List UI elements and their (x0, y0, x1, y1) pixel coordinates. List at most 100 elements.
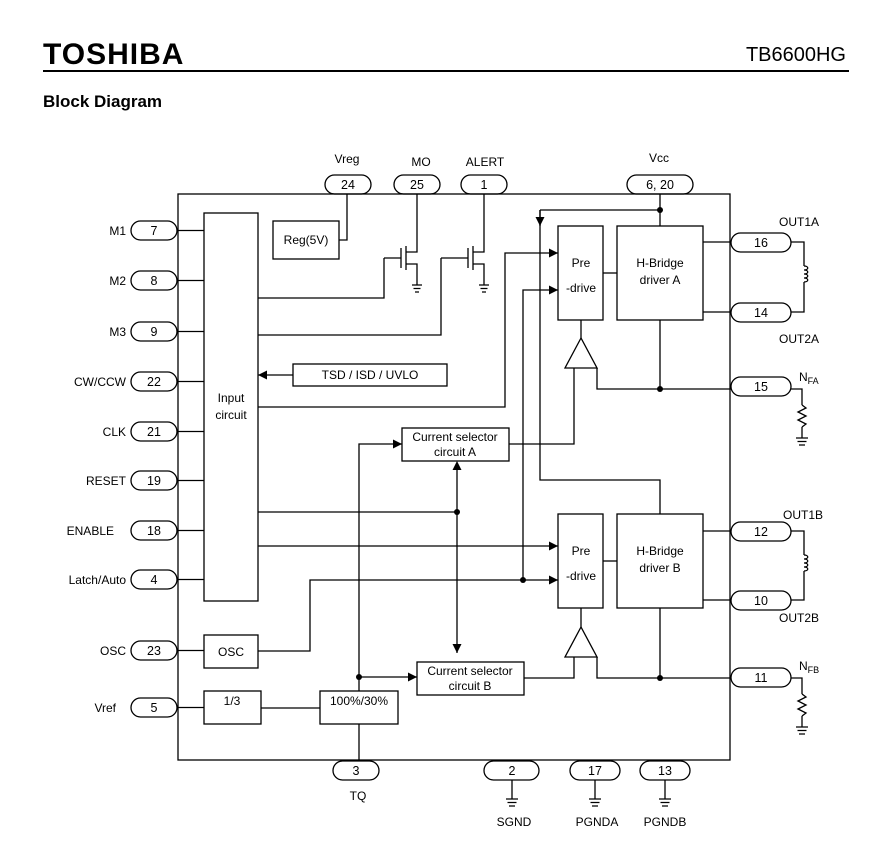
predrive-a-label-1: Pre (572, 256, 591, 270)
junction-dots (356, 207, 663, 681)
pin-label-nfb: NFB (799, 659, 819, 675)
pin-num-9: 9 (151, 325, 158, 339)
predrive-a-label-2: -drive (566, 281, 596, 295)
torque-label: 100%/30% (330, 694, 388, 708)
pin-label-clk: CLK (103, 425, 126, 439)
current-selector-b-label-1: Current selector (427, 664, 512, 678)
vreg-wire (339, 194, 348, 241)
pin-num-1: 1 (481, 178, 488, 192)
pin-num-11: 11 (755, 671, 768, 685)
pin-num-18: 18 (147, 524, 161, 538)
pin-label-out2b: OUT2B (779, 611, 819, 625)
nfa-wire (659, 320, 731, 390)
osc-label: OSC (218, 645, 244, 659)
part-number: TB6600HG (745, 44, 846, 66)
top-pin-capsules (324, 174, 694, 195)
pin-num-17: 17 (588, 764, 602, 778)
pin-label-alert: ALERT (466, 155, 505, 169)
pin-label-tq: TQ (350, 789, 367, 803)
pgndb-ground-icon (659, 780, 671, 807)
sense-resistor-b-icon (791, 677, 808, 735)
pin-label-sgnd: SGND (497, 815, 532, 829)
motor-coil-a-icon (791, 241, 809, 313)
pin-label-pgndb: PGNDB (644, 815, 687, 829)
current-selector-b-label-2: circuit B (449, 679, 492, 693)
predrive-b-block (557, 513, 604, 609)
pin-label-osc: OSC (100, 644, 126, 658)
input-circuit-block (203, 212, 259, 602)
pin-num-6-20: 6, 20 (646, 178, 674, 192)
pin-label-out1a: OUT1A (779, 215, 819, 229)
hbridge-a-label-2: driver A (640, 273, 681, 287)
pin-label-out2a: OUT2A (779, 332, 819, 346)
mo-transistor (258, 194, 422, 299)
pin-num-25: 25 (410, 178, 424, 192)
left-pin-capsules (130, 220, 178, 718)
pin-label-latch-auto: Latch/Auto (69, 573, 127, 587)
pin-num-7: 7 (151, 224, 158, 238)
predrive-b-label-2: -drive (566, 569, 596, 583)
pin-label-cw-ccw: CW/CCW (74, 375, 127, 389)
pin-label-pgnda: PGNDA (576, 815, 619, 829)
protection-label: TSD / ISD / UVLO (322, 368, 419, 382)
pin-label-out1b: OUT1B (783, 508, 823, 522)
pin-num-12: 12 (754, 525, 768, 539)
current-selector-a-label-2: circuit A (434, 445, 476, 459)
pin-label-vreg: Vreg (335, 152, 360, 166)
hbridge-b-label-2: driver B (639, 561, 680, 575)
predrive-a-block (557, 225, 604, 321)
left-pin-leads (177, 229, 204, 709)
pin-num-5: 5 (151, 701, 158, 715)
pin-num-10: 10 (754, 594, 768, 608)
current-selector-a-label-1: Current selector (412, 430, 497, 444)
left-pin-numbers: 7 8 9 22 21 19 18 4 23 5 (147, 224, 161, 715)
pin-num-24: 24 (341, 178, 355, 192)
pin-num-13: 13 (658, 764, 672, 778)
pin-label-m2: M2 (109, 274, 126, 288)
pin-num-19: 19 (147, 474, 161, 488)
pin-num-16: 16 (754, 236, 768, 250)
sense-resistor-a-icon (791, 388, 808, 446)
predrive-b-label-1: Pre (572, 544, 591, 558)
pin-label-vcc: Vcc (649, 151, 669, 165)
alert-transistor (258, 194, 489, 336)
motor-coil-b-icon (791, 530, 809, 601)
pin-label-nfa: NFA (799, 370, 819, 386)
pin-label-m3: M3 (109, 325, 126, 339)
pin-num-14: 14 (754, 306, 768, 320)
brand-logo: TOSHIBA (43, 38, 185, 71)
regulator-label: Reg(5V) (284, 233, 329, 247)
pin-label-enable: ENABLE (67, 524, 114, 538)
signal-to-pre-a-1 (258, 248, 558, 408)
input-circuit-label-2: circuit (215, 408, 247, 422)
pin-num-3: 3 (353, 764, 360, 778)
hbridge-a-label-1: H-Bridge (636, 256, 684, 270)
pin-num-4: 4 (151, 573, 158, 587)
left-pin-labels: M1 M2 M3 CW/CCW CLK RESET ENABLE Latch/A… (67, 224, 127, 715)
osc-wire (258, 579, 523, 652)
vcc-bus-b (539, 210, 661, 514)
pin-num-21: 21 (147, 425, 161, 439)
comparator-a (509, 320, 660, 445)
pin-num-2: 2 (509, 764, 516, 778)
torque-to-sel-a (358, 439, 402, 691)
pin-label-mo: MO (411, 155, 430, 169)
pin-num-23: 23 (147, 644, 161, 658)
hbridge-b-label-1: H-Bridge (636, 544, 684, 558)
pin-num-22: 22 (147, 375, 161, 389)
sgnd-ground-icon (506, 780, 518, 807)
comparator-b (524, 608, 660, 679)
pin-num-8: 8 (151, 274, 158, 288)
signal-to-pre-a-2 (522, 285, 558, 580)
header-rule (43, 70, 849, 72)
pgnda-ground-icon (589, 780, 601, 807)
input-circuit-label-1: Input (218, 391, 245, 405)
pin-num-15: 15 (754, 380, 768, 394)
pin-label-vref: Vref (94, 701, 116, 715)
pin-label-m1: M1 (109, 224, 126, 238)
divider-label: 1/3 (224, 694, 241, 708)
ic-body (177, 193, 731, 761)
nfb-wire (659, 608, 731, 679)
pin-label-reset: RESET (86, 474, 127, 488)
